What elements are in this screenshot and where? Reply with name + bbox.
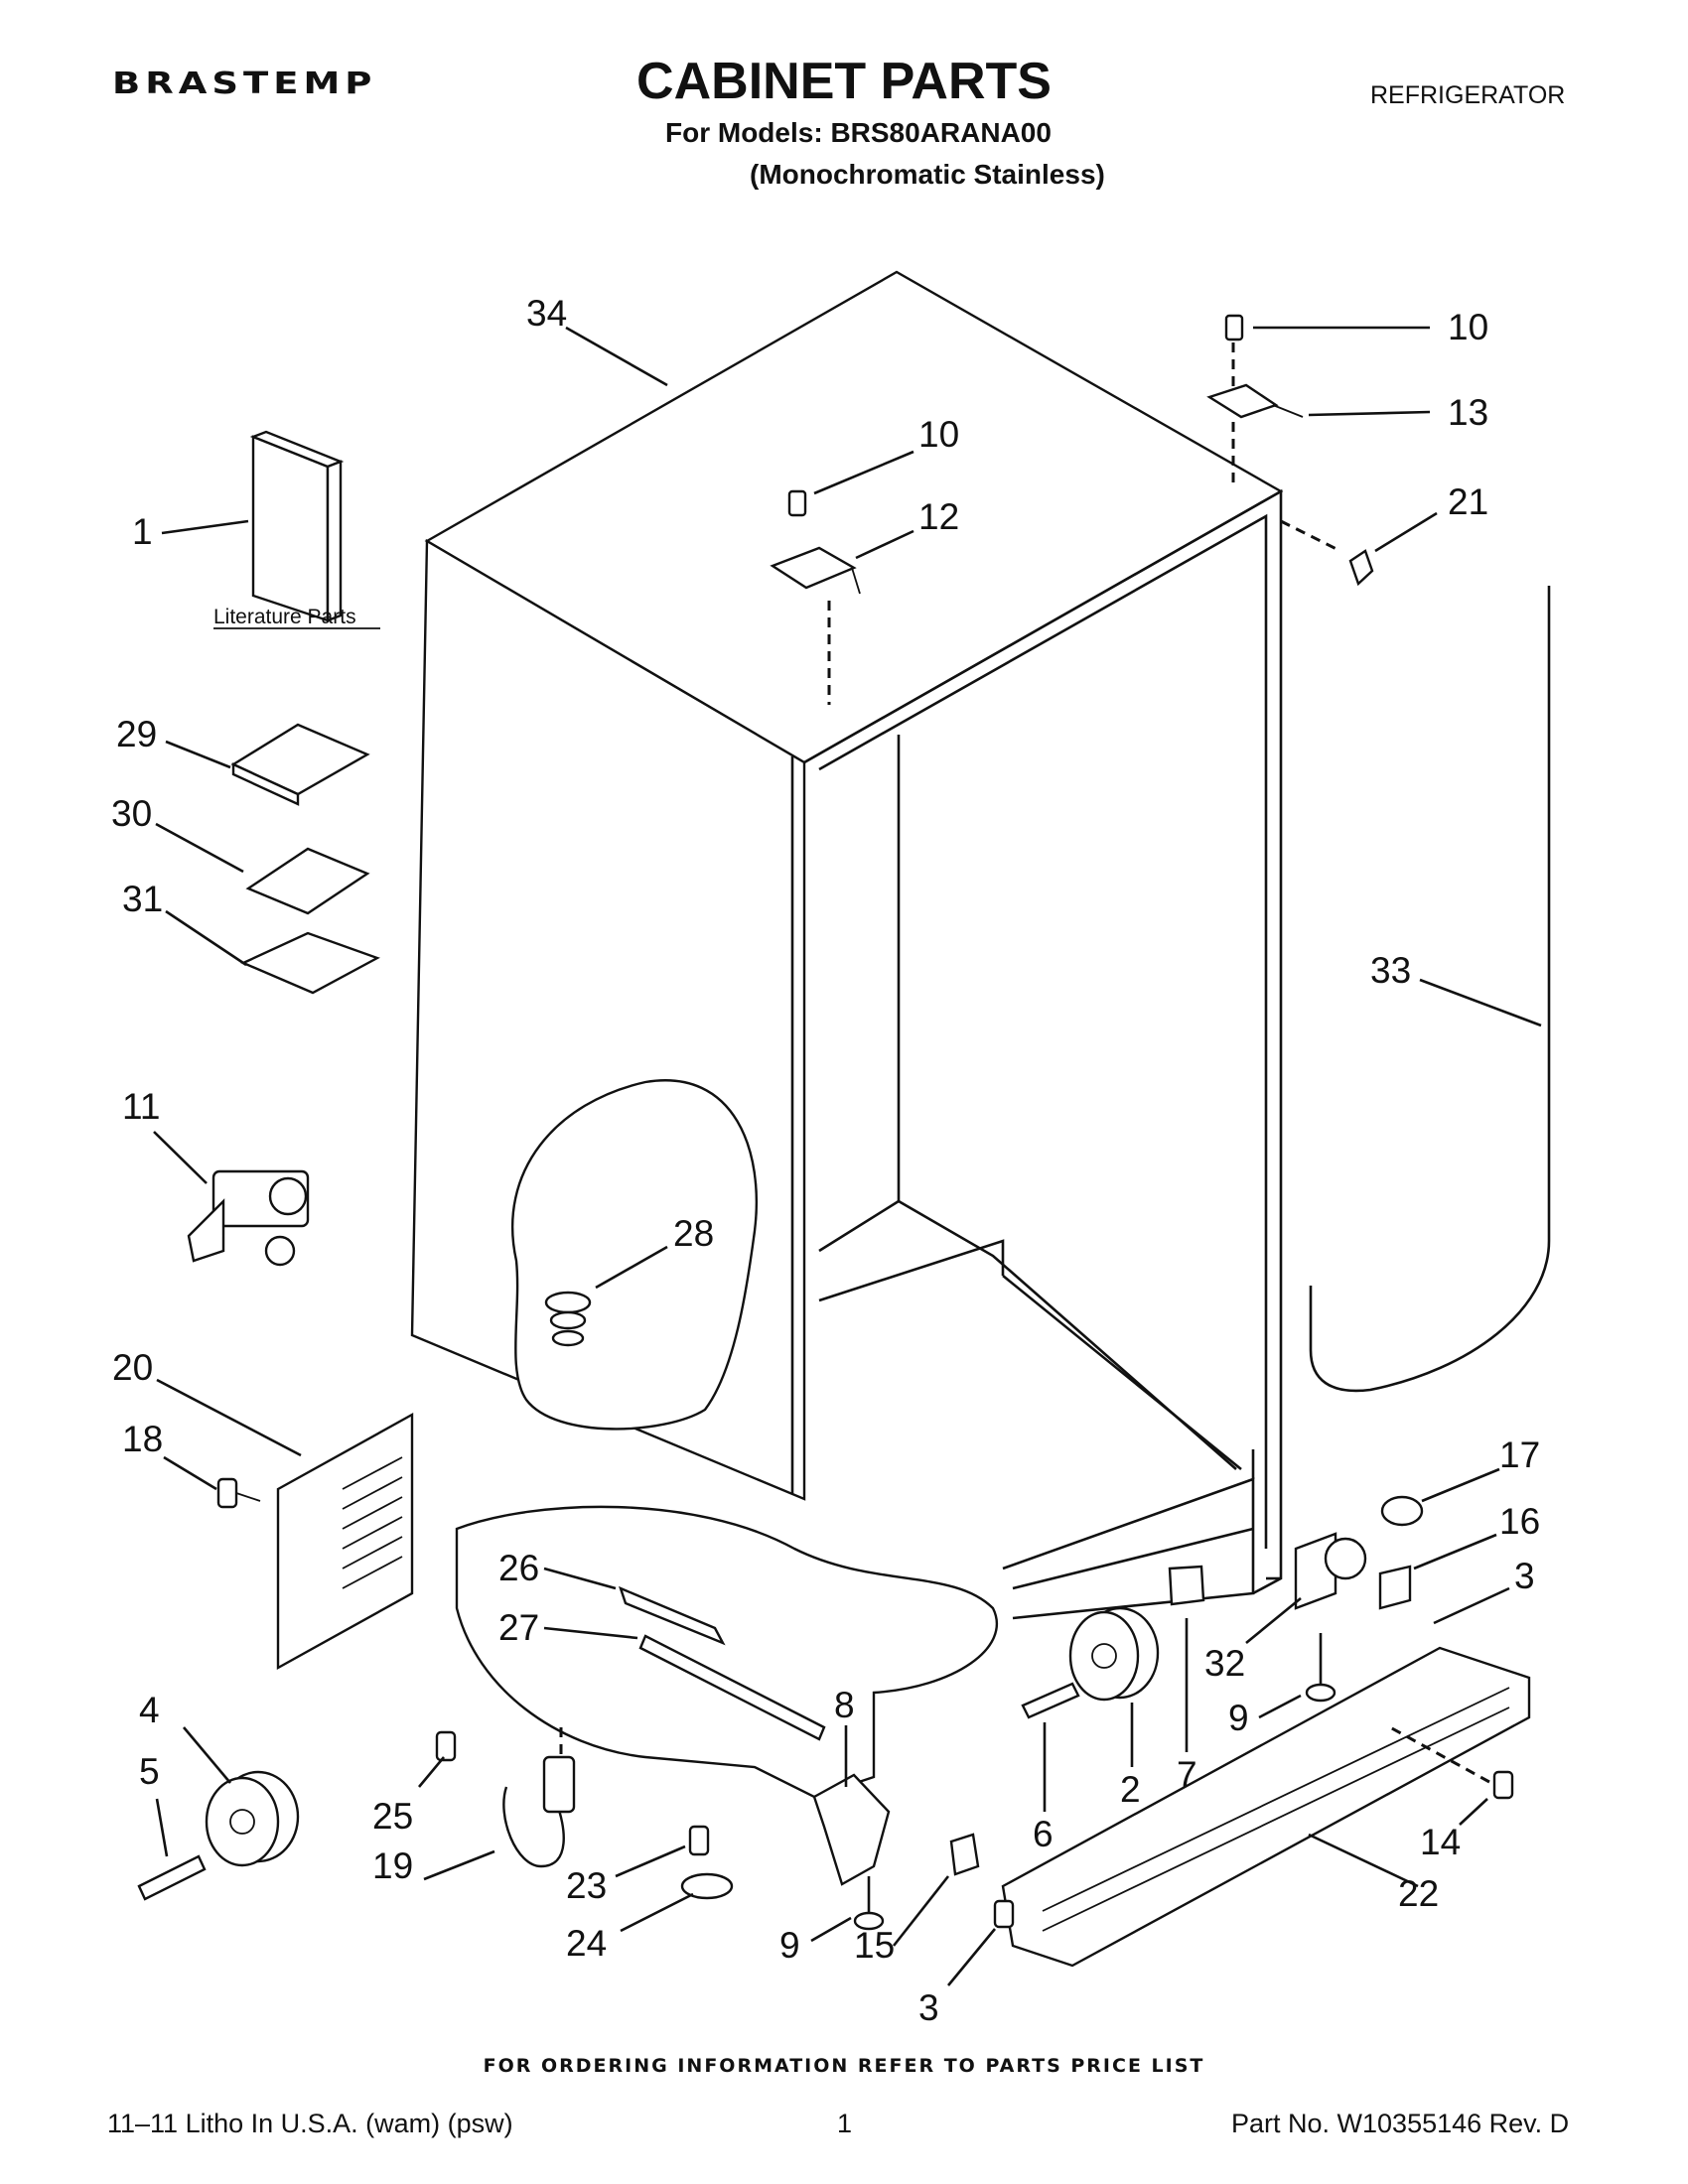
- part-21-shape: [1348, 549, 1374, 587]
- callout-31: 31: [122, 879, 163, 919]
- variant-line: (Monochromatic Stainless): [750, 159, 1105, 190]
- models-line: For Models: BRS80ARANA00: [665, 117, 1052, 148]
- part-27-shape: [638, 1634, 826, 1741]
- page-number: 1: [837, 2109, 853, 2138]
- part-4-shape: [205, 1770, 300, 1867]
- page-title: CABINET PARTS: [636, 53, 1052, 110]
- callout-24: 24: [566, 1923, 607, 1964]
- callout-25: 25: [372, 1796, 413, 1837]
- part-22-shape: [1001, 1646, 1531, 1968]
- part-12-shape: [770, 489, 861, 705]
- callout-4: 4: [139, 1690, 160, 1730]
- callout-29: 29: [116, 714, 157, 754]
- callout-20: 20: [112, 1347, 153, 1388]
- callout-12: 12: [918, 496, 959, 537]
- part-2-shape: [1068, 1606, 1160, 1702]
- part-32-shape: [1294, 1495, 1424, 1610]
- part-6-shape: [1021, 1682, 1080, 1719]
- part-19-shape: [502, 1727, 576, 1868]
- cabinet-shell: [410, 270, 1284, 1620]
- callout-8: 8: [834, 1685, 855, 1725]
- callout-21: 21: [1448, 481, 1488, 522]
- callout-15: 15: [854, 1925, 895, 1966]
- leader-lines: [153, 326, 1542, 1986]
- part-5-shape: [137, 1854, 207, 1901]
- callout-3-right: 3: [1514, 1556, 1535, 1596]
- part-15-shape: [949, 1833, 1015, 1929]
- callout-34: 34: [526, 293, 567, 334]
- callout-7: 7: [1177, 1754, 1197, 1795]
- callout-9-right: 9: [1228, 1698, 1249, 1738]
- callout-22: 22: [1398, 1873, 1439, 1914]
- part-20-shape: [276, 1412, 414, 1671]
- callout-13: 13: [1448, 392, 1488, 433]
- callout-1: 1: [132, 511, 153, 552]
- callout-labels: 34 10 13 21 1 10 12 29 30 31 33 11 28 20…: [111, 293, 1540, 2028]
- part-13-shape: [1206, 314, 1304, 486]
- part-7-shape: [1168, 1565, 1205, 1606]
- part-23-shape: [688, 1825, 710, 1856]
- callout-10-middle: 10: [918, 414, 959, 455]
- callout-28: 28: [673, 1213, 714, 1254]
- part-8-shape: [812, 1773, 891, 1931]
- callout-33: 33: [1370, 950, 1411, 991]
- callout-6: 6: [1033, 1814, 1054, 1854]
- part-9-right-shape: [1305, 1633, 1336, 1703]
- part-24-shape: [680, 1872, 734, 1900]
- part-14-shape: [1389, 1725, 1514, 1800]
- ordering-note: FOR ORDERING INFORMATION REFER TO PARTS …: [483, 2055, 1205, 2077]
- literature-parts-label: Literature Parts: [213, 606, 356, 628]
- callout-16: 16: [1499, 1501, 1540, 1542]
- callout-23: 23: [566, 1865, 607, 1906]
- callout-11: 11: [122, 1086, 160, 1127]
- part-25-shape: [435, 1730, 457, 1762]
- callout-14: 14: [1420, 1822, 1461, 1862]
- part-26-shape: [619, 1585, 726, 1646]
- callout-32: 32: [1204, 1643, 1245, 1684]
- part-number: Part No. W10355146 Rev. D: [1231, 2109, 1570, 2138]
- part-30-shape: [245, 847, 370, 915]
- part-28-shape: [544, 1291, 592, 1347]
- callout-3-bottom: 3: [918, 1987, 939, 2028]
- callout-5: 5: [139, 1751, 160, 1792]
- brand-logo: BRASTEMP: [112, 66, 377, 101]
- part-31-shape: [240, 931, 380, 995]
- literature-booklet-shape: [249, 430, 345, 622]
- callout-27: 27: [498, 1607, 539, 1648]
- part-33-shape: [1309, 586, 1551, 1393]
- callout-26: 26: [498, 1548, 539, 1588]
- callout-2: 2: [1120, 1769, 1141, 1810]
- callout-17: 17: [1499, 1434, 1540, 1475]
- callout-18: 18: [122, 1419, 163, 1459]
- part-11-shape: [187, 1169, 310, 1267]
- callout-30: 30: [111, 793, 152, 834]
- callout-9-left: 9: [779, 1925, 800, 1966]
- print-info: 11–11 Litho In U.S.A. (wam) (psw): [107, 2109, 513, 2138]
- callout-19: 19: [372, 1845, 413, 1886]
- callout-10-top-right: 10: [1448, 307, 1488, 347]
- appliance-category: REFRIGERATOR: [1370, 81, 1566, 109]
- part-18-shape: [216, 1477, 261, 1509]
